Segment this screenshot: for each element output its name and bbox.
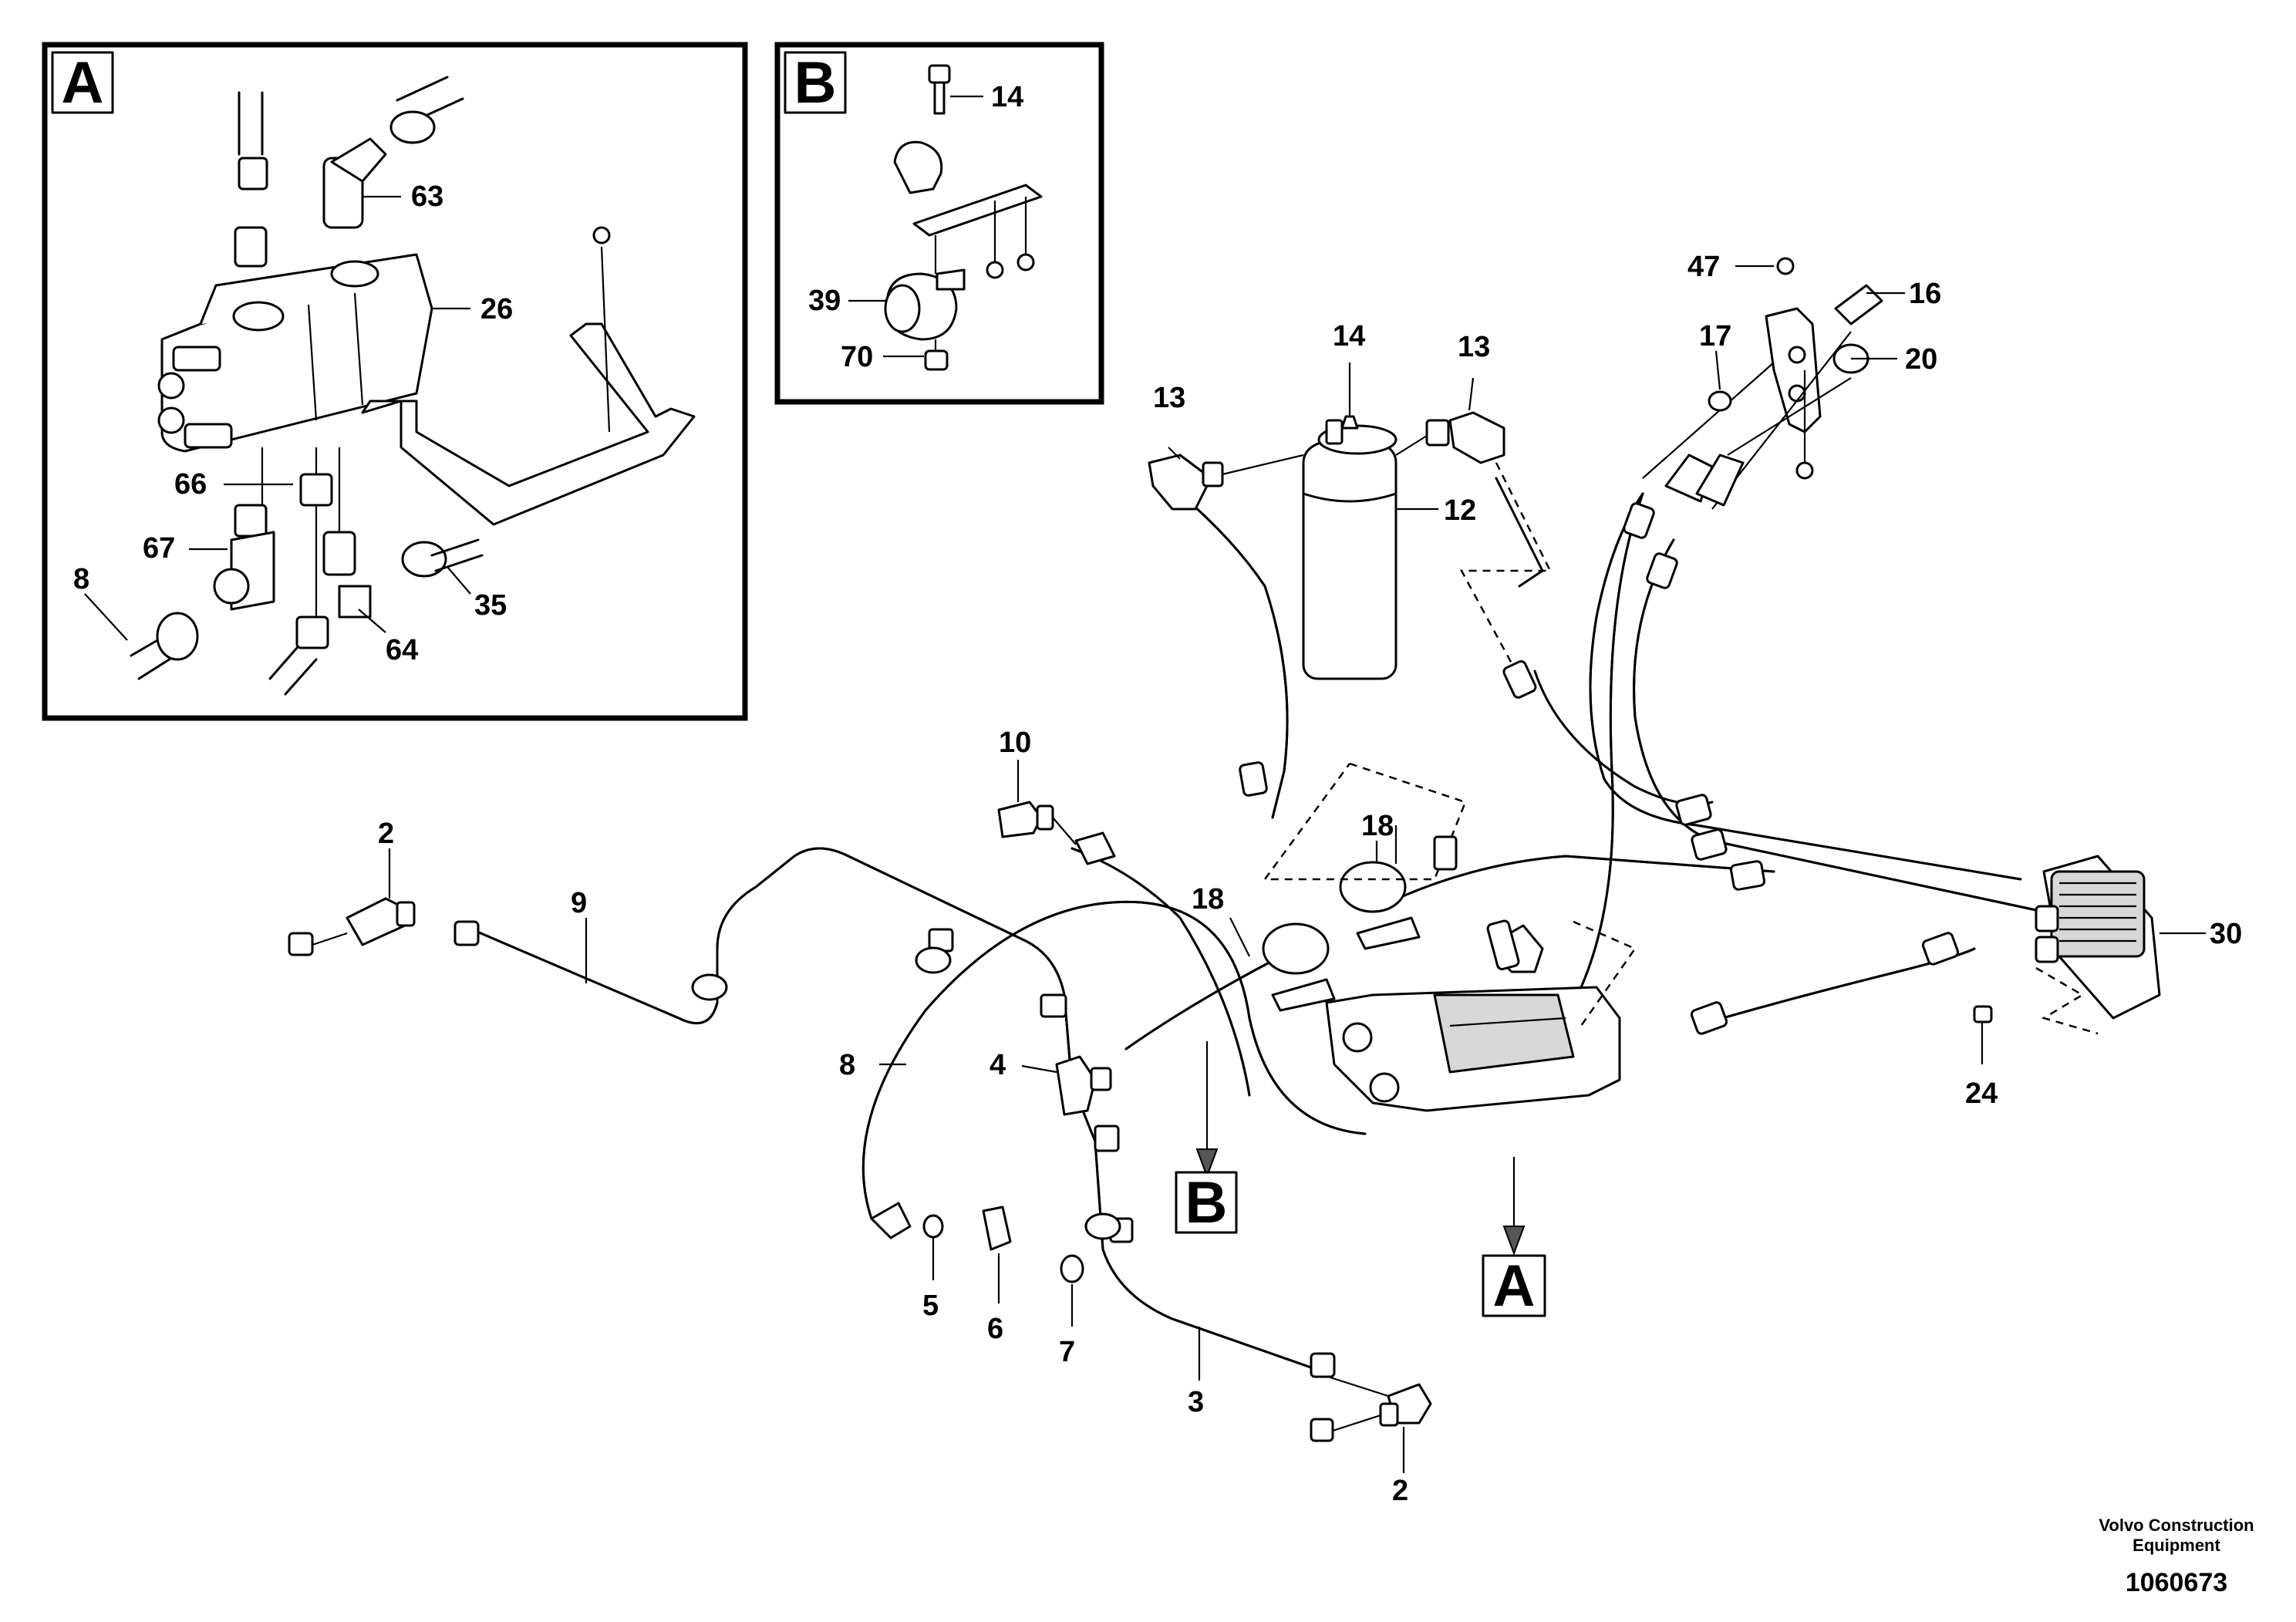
- callout-9: 9: [571, 887, 587, 919]
- callout-14: 14: [1333, 320, 1365, 352]
- callout-6: 6: [987, 1313, 1003, 1345]
- callout-66: 66: [174, 468, 207, 501]
- callout-47: 47: [1687, 251, 1720, 283]
- callout-18-lower: 18: [1192, 883, 1224, 916]
- view-marker-b-letter: B: [1185, 1170, 1228, 1236]
- view-marker-b: B: [1175, 1170, 1238, 1236]
- view-marker-a: A: [1482, 1253, 1546, 1319]
- footer: Volvo Construction Equipment 1060673: [2099, 1516, 2254, 1597]
- callout-35: 35: [474, 589, 507, 622]
- callout-2-bottom: 2: [1392, 1475, 1408, 1507]
- callout-14-detail: 14: [991, 81, 1023, 113]
- callout-20: 20: [1905, 343, 1937, 376]
- main-callouts: 14 13 13 12 47 16 17 20 10 18 18 2 9 8 4…: [378, 251, 2242, 1507]
- callout-39: 39: [808, 285, 841, 317]
- callout-26: 26: [480, 293, 513, 325]
- view-marker-a-letter: A: [1493, 1253, 1536, 1319]
- callout-8-detail: 8: [73, 563, 89, 595]
- callout-24: 24: [1965, 1077, 1998, 1110]
- detail-a-letter: A: [62, 50, 104, 116]
- company-name-line1: Volvo Construction: [2099, 1516, 2254, 1535]
- callout-63: 63: [411, 180, 443, 213]
- callout-12: 12: [1444, 494, 1476, 527]
- callout-18-upper: 18: [1361, 810, 1394, 842]
- detail-b-letter: B: [794, 50, 837, 116]
- callout-30: 30: [2210, 918, 2242, 950]
- detail-a-panel: A: [42, 42, 748, 721]
- callout-13-left: 13: [1153, 382, 1185, 414]
- callout-2-left: 2: [378, 818, 394, 850]
- callout-70: 70: [841, 341, 873, 373]
- callout-7: 7: [1059, 1336, 1075, 1368]
- callout-64: 64: [386, 634, 418, 666]
- detail-b-panel: B 14 39 70: [774, 42, 1104, 405]
- callout-4: 4: [990, 1049, 1006, 1081]
- callout-13-right: 13: [1458, 331, 1490, 363]
- callout-67: 67: [143, 532, 175, 565]
- callout-8: 8: [839, 1049, 855, 1081]
- drawing-number: 1060673: [2126, 1568, 2227, 1597]
- main-assembly: [288, 257, 2206, 1473]
- callout-10: 10: [999, 727, 1031, 759]
- callout-17: 17: [1699, 320, 1731, 352]
- company-name-line2: Equipment: [2132, 1536, 2220, 1555]
- callout-5: 5: [922, 1290, 939, 1322]
- callout-16: 16: [1909, 278, 1941, 310]
- callout-3: 3: [1188, 1386, 1204, 1418]
